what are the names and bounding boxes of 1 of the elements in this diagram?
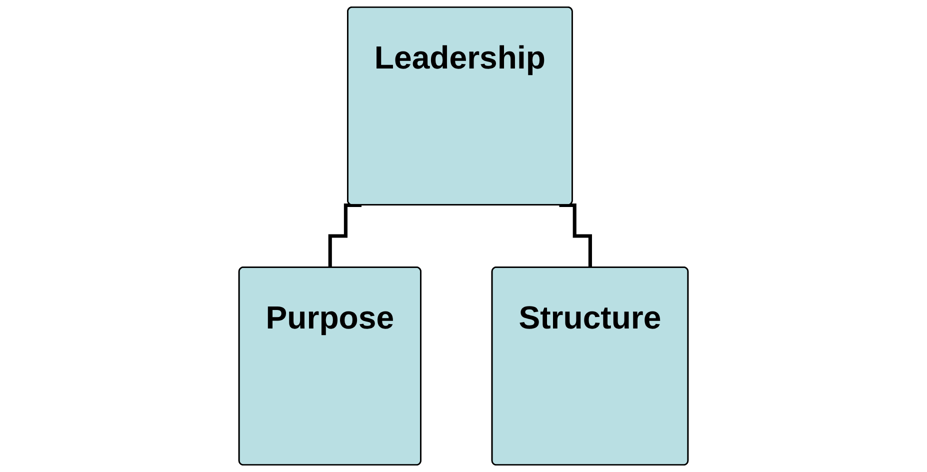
org-chart: Leadership Purpose Structure	[0, 0, 927, 472]
